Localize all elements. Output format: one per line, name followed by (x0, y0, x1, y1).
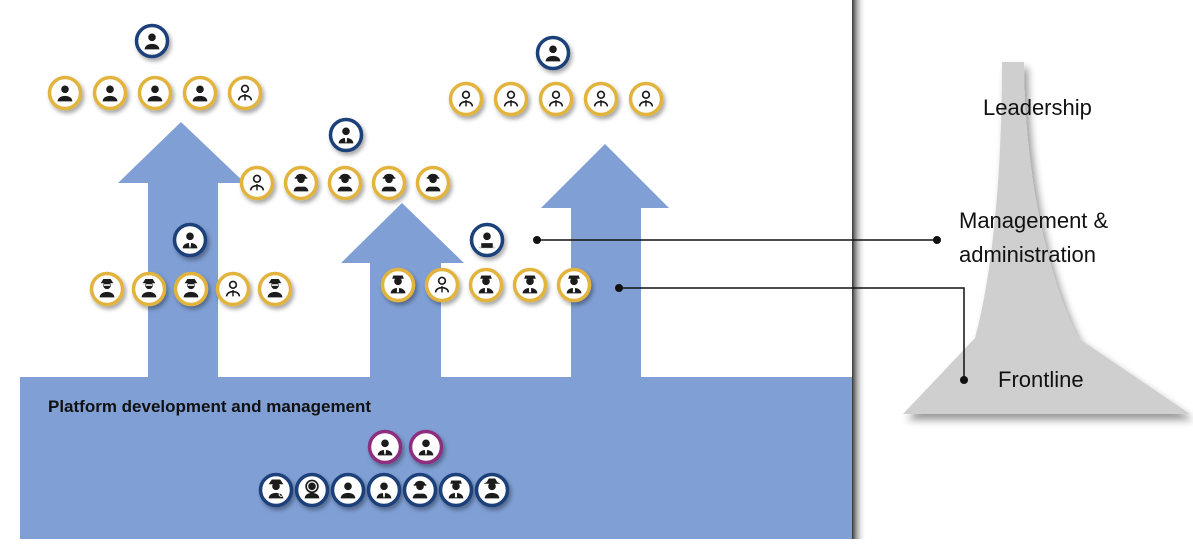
management-label-line1: Management & (959, 208, 1109, 233)
officer-icon (468, 267, 504, 303)
hardhat-worker-icon (283, 165, 319, 201)
officer-icon (512, 267, 548, 303)
people-icons (47, 23, 664, 508)
businessman-icon (366, 472, 402, 508)
person-icon (535, 35, 571, 71)
cowboy-icon (474, 472, 510, 508)
person-icon (92, 75, 128, 111)
spy-icon (131, 271, 167, 307)
worker-icon (493, 81, 529, 117)
frontline-label: Frontline (998, 367, 1084, 392)
person-icon (47, 75, 83, 111)
officer-icon (556, 267, 592, 303)
management-connector (533, 236, 941, 244)
panel-edge-shadow (852, 0, 866, 539)
businessman-icon (367, 429, 403, 465)
worker-icon (583, 81, 619, 117)
person-icon (182, 75, 218, 111)
management-label-line2: administration (959, 242, 1096, 267)
worker-icon (239, 165, 275, 201)
person-icon (134, 23, 170, 59)
platform-label: Platform development and management (48, 397, 371, 416)
arrow-3 (541, 144, 669, 377)
worker-icon (227, 75, 263, 111)
hardhat-worker-icon (402, 472, 438, 508)
hardhat-worker-icon (371, 165, 407, 201)
businessman-icon (408, 429, 444, 465)
businessman-icon (328, 117, 364, 153)
businessman-icon (172, 222, 208, 258)
hardhat-worker-icon (327, 165, 363, 201)
spy-icon (257, 271, 293, 307)
leadership-label: Leadership (983, 95, 1092, 120)
worker-icon (538, 81, 574, 117)
worker-icon (215, 271, 251, 307)
hardhat-worker-icon (415, 165, 451, 201)
frontline-connector (615, 284, 968, 384)
frontline-funnel (903, 62, 1190, 414)
detective-icon (258, 472, 294, 508)
laptop-user-icon (469, 222, 505, 258)
officer-icon (380, 267, 416, 303)
spy-icon (173, 271, 209, 307)
officer-icon (438, 472, 474, 508)
person-icon (137, 75, 173, 111)
astronaut-icon (294, 472, 330, 508)
worker-icon (628, 81, 664, 117)
person-icon (330, 472, 366, 508)
worker-icon (424, 267, 460, 303)
spy-icon (89, 271, 125, 307)
worker-icon (448, 81, 484, 117)
